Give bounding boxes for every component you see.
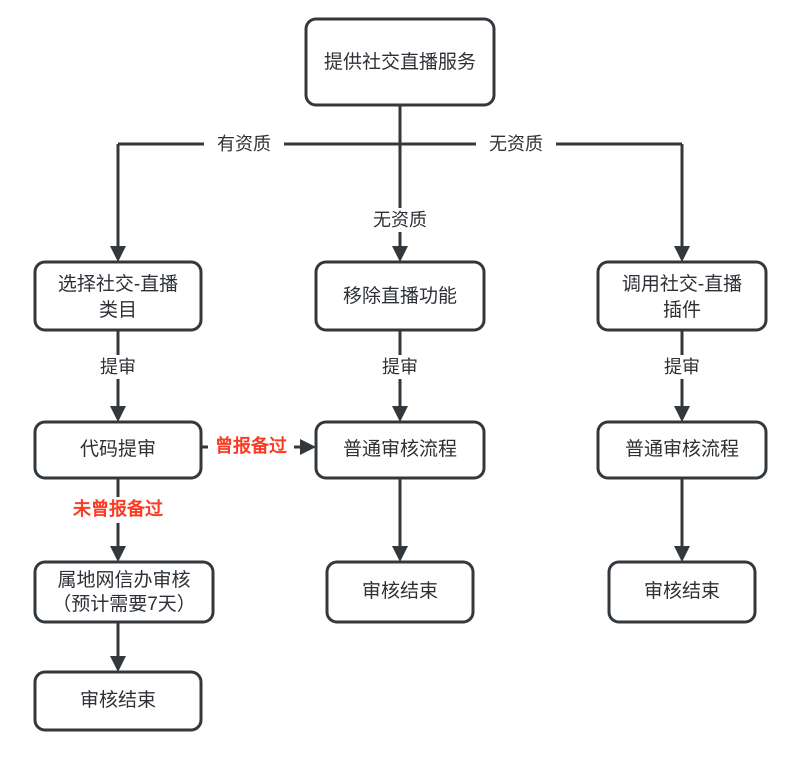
arrow-head-icon: [674, 406, 690, 422]
edge-label-backdrop: [208, 434, 294, 460]
node-right-2[interactable]: 普通审核流程: [596, 420, 768, 480]
node-left-2-label: 代码提审: [80, 438, 156, 460]
node-mid-2[interactable]: 普通审核流程: [314, 420, 486, 480]
node-right-3-label: 审核结束: [644, 580, 720, 602]
node-left-2-box: [33, 420, 203, 480]
node-mid-3-box: [325, 560, 475, 624]
node-left-2[interactable]: 代码提审: [33, 420, 203, 480]
arrow-head-icon: [110, 406, 126, 422]
node-mid-1-label: 移除直播功能: [343, 285, 457, 307]
edge-right2-right3: [674, 478, 690, 562]
node-right-1[interactable]: 调用社交-直播 插件: [596, 260, 768, 332]
node-left-1-box: [33, 260, 203, 332]
node-right-2-box: [596, 420, 768, 480]
node-right-1-label-line2: 插件: [663, 299, 701, 321]
edge-label-backdrop: [368, 355, 432, 379]
node-right-3[interactable]: 审核结束: [607, 560, 757, 624]
edge-mid2-mid3: [392, 478, 408, 562]
node-left-3-label-line2: （预计需要7天）: [52, 593, 196, 615]
node-left-4[interactable]: 审核结束: [33, 670, 203, 732]
arrow-head-icon: [300, 439, 316, 455]
node-left-1-label-line1: 选择社交-直播: [58, 273, 178, 295]
node-mid-3-label: 审核结束: [362, 580, 438, 602]
node-left-1-label-line2: 类目: [99, 299, 137, 321]
node-mid-3[interactable]: 审核结束: [325, 560, 475, 624]
edge-label-root-to-mid: 无资质: [373, 210, 427, 230]
node-mid-2-box: [314, 420, 486, 480]
arrow-head-icon: [110, 246, 126, 262]
edge-label-backdrop: [650, 355, 714, 379]
node-right-1-label-line1: 调用社交-直播: [622, 273, 742, 295]
node-mid-2-label: 普通审核流程: [343, 438, 457, 460]
edge-label-backdrop: [86, 355, 150, 379]
edge-label-left1-to-left2: 提审: [100, 357, 136, 377]
arrow-head-icon: [674, 246, 690, 262]
arrow-head-icon: [392, 246, 408, 262]
node-root[interactable]: 提供社交直播服务: [304, 17, 496, 107]
arrow-head-icon: [110, 656, 126, 672]
node-left-1[interactable]: 选择社交-直播 类目: [33, 260, 203, 332]
node-left-3[interactable]: 属地网信办审核 （预计需要7天）: [33, 560, 215, 624]
edge-label-right1-to-right2: 提审: [664, 357, 700, 377]
edge-label-backdrop: [204, 132, 284, 156]
node-mid-1[interactable]: 移除直播功能: [314, 260, 486, 332]
edge-label-left2-to-mid2: 曾报备过: [215, 435, 287, 456]
edge-label-backdrop: [360, 208, 440, 232]
node-left-4-box: [33, 670, 203, 732]
node-right-3-box: [607, 560, 757, 624]
node-right-2-label: 普通审核流程: [625, 438, 739, 460]
arrow-head-icon: [674, 546, 690, 562]
arrow-head-icon: [392, 406, 408, 422]
edge-root-split: [110, 105, 690, 262]
arrow-head-icon: [392, 546, 408, 562]
edge-label-root-to-left: 有资质: [217, 134, 271, 154]
arrow-head-icon: [110, 546, 126, 562]
node-mid-1-box: [314, 260, 486, 332]
node-left-4-label: 审核结束: [80, 689, 156, 711]
edge-label-backdrop: [476, 132, 556, 156]
node-right-1-box: [596, 260, 768, 332]
node-left-3-box: [33, 560, 215, 624]
node-root-label: 提供社交直播服务: [324, 51, 476, 73]
edge-label-backdrop: [56, 497, 180, 523]
edge-left3-left4: [110, 622, 126, 672]
node-left-3-label-line1: 属地网信办审核: [57, 569, 190, 591]
node-root-box: [304, 17, 496, 107]
edge-label-root-to-right: 无资质: [489, 134, 543, 154]
edge-label-mid1-to-mid2: 提审: [382, 357, 418, 377]
edge-label-left2-to-left3: 未曾报备过: [73, 498, 163, 519]
